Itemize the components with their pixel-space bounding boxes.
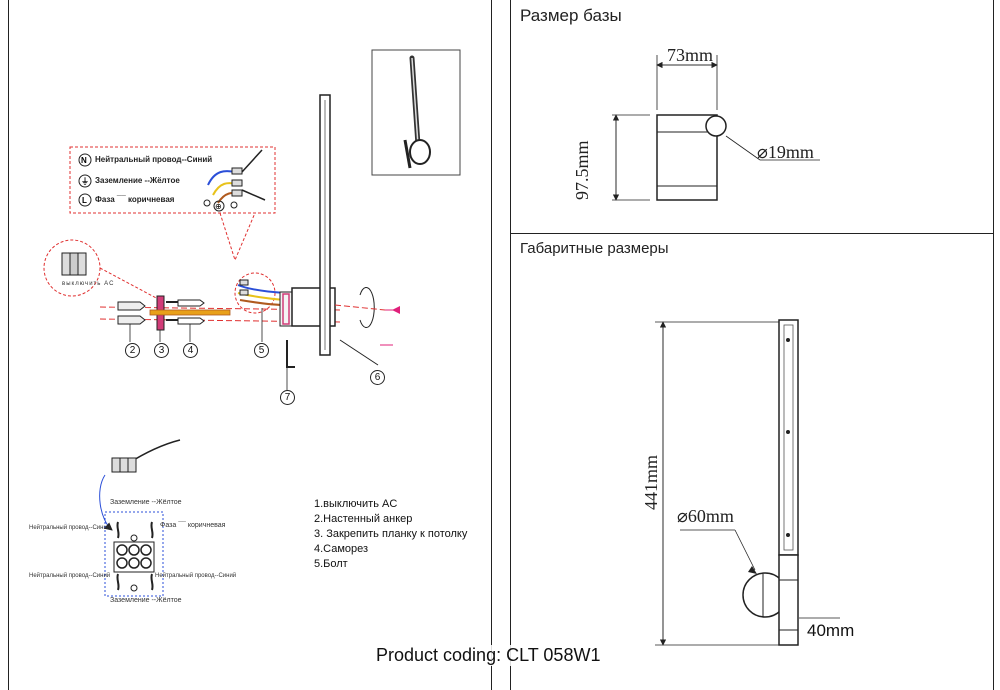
product-coding: Product coding: CLT 058W1 bbox=[374, 645, 603, 666]
overall-dims-drawing bbox=[655, 319, 840, 646]
instruction-1: 1.выключить AC bbox=[314, 498, 398, 510]
terminal-right-bottom-neutral: Нейтральный провод--Синий bbox=[155, 573, 237, 579]
depth-label: 40mm bbox=[807, 621, 855, 640]
instruction-2: 2.Настенный анкер bbox=[314, 513, 413, 525]
instruction-4: 4.Саморез bbox=[314, 543, 369, 555]
overall-height-label: 441mm bbox=[641, 454, 661, 510]
terminal-bottom-ground: Заземление --Жёлтое bbox=[110, 597, 182, 604]
callout-4: 4 bbox=[183, 343, 198, 358]
callout-3: 3 bbox=[154, 343, 169, 358]
base-pipe-diameter-label: ⌀19mm bbox=[757, 142, 814, 162]
svg-text:N: N bbox=[81, 156, 87, 165]
base-size-drawing bbox=[612, 55, 820, 201]
instruction-3: 3. Закрепить планку к потолку bbox=[314, 528, 468, 540]
switch-detail bbox=[43, 239, 161, 301]
legend-ground: Заземление --Жёлтое bbox=[95, 176, 180, 185]
lamp-side-view bbox=[234, 94, 400, 390]
terminal-left-top-neutral: Нейтральный провод--Синий bbox=[29, 525, 111, 531]
svg-text:L: L bbox=[82, 196, 87, 205]
base-height-label: 97.5mm bbox=[572, 140, 592, 200]
instruction-5: 5.Болт bbox=[314, 558, 348, 570]
callout-2: 2 bbox=[125, 343, 140, 358]
frame-middle-divider bbox=[491, 0, 492, 690]
overall-dims-title: Габаритные размеры bbox=[520, 240, 669, 257]
switch-label: выключить AC bbox=[62, 281, 115, 287]
terminal-phase-prefix: Фаза bbox=[160, 522, 177, 529]
base-size-title: Размер базы bbox=[520, 6, 622, 25]
callout-7: 7 bbox=[280, 390, 295, 405]
frame-left-border bbox=[8, 0, 9, 690]
callout-5: 5 bbox=[254, 343, 269, 358]
terminal-phase-dashes: ¯¯ bbox=[176, 522, 188, 529]
terminal-right-top-phase: Фаза ¯¯ коричневая bbox=[160, 522, 225, 529]
shade-diameter-label: ⌀60mm bbox=[677, 506, 734, 526]
svg-text:⏚: ⏚ bbox=[81, 177, 89, 186]
frame-right-border bbox=[993, 0, 994, 690]
instructions-list: 1.выключить AC 2.Настенный анкер 3. Закр… bbox=[314, 497, 467, 572]
frame-right-divider bbox=[510, 0, 511, 690]
terminal-left-bottom-neutral: Нейтральный провод--Синий bbox=[29, 573, 111, 579]
terminal-block-diagram bbox=[99, 439, 181, 597]
legend-phase: Фаза ¯¯ коричневая bbox=[95, 195, 174, 204]
legend-neutral: Нейтральный провод--Синий bbox=[95, 155, 213, 164]
wiring-legend-box: N ⏚ L ⊕ bbox=[69, 146, 276, 262]
legend-phase-dashes: ¯¯ bbox=[114, 195, 128, 204]
callout-6: 6 bbox=[370, 370, 385, 385]
legend-phase-prefix: Фаза bbox=[95, 195, 115, 204]
legend-phase-suffix: коричневая bbox=[127, 195, 175, 204]
terminal-top-ground: Заземление --Жёлтое bbox=[110, 499, 182, 506]
base-width-label: 73mm bbox=[667, 45, 714, 65]
frame-section-divider bbox=[510, 233, 994, 234]
product-thumbnail bbox=[371, 49, 461, 176]
svg-text:⊕: ⊕ bbox=[215, 202, 222, 211]
terminal-phase-suffix: коричневая bbox=[187, 522, 226, 529]
